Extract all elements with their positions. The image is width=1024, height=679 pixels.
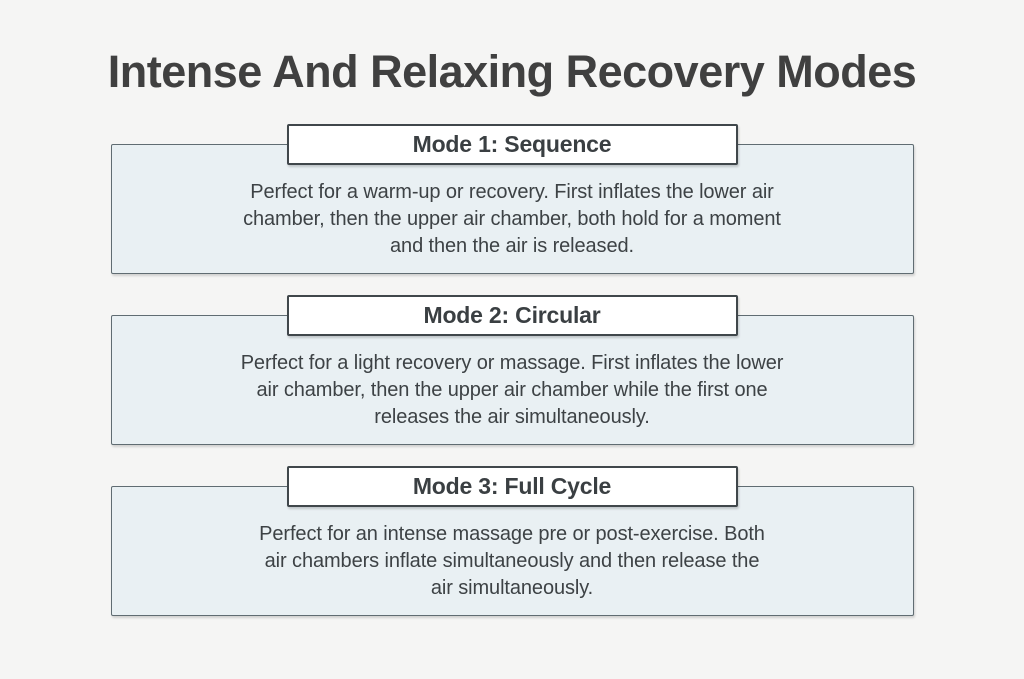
mode-2-header-label: Mode 2: Circular (423, 301, 601, 328)
mode-1-header-box: Mode 1: Sequence (286, 123, 738, 165)
page-title: Intense And Relaxing Recovery Modes (107, 46, 917, 97)
mode-2-description-line-1: Perfect for a light recovery or massage.… (240, 351, 784, 374)
mode-3-description-line-2: air chambers inflate simultaneously and … (264, 549, 760, 572)
mode-3-description-line-1: Perfect for an intense massage pre or po… (259, 522, 765, 545)
mode-1-description-line-1: Perfect for a warm-up or recovery. First… (250, 180, 774, 203)
mode-3-section: Mode 3: Full Cycle Perfect for an intens… (110, 465, 914, 616)
mode-2-section: Mode 2: Circular Perfect for a light rec… (110, 294, 914, 445)
mode-3-header-box: Mode 3: Full Cycle (286, 465, 738, 507)
mode-1-card: Perfect for a warm-up or recovery. First… (110, 143, 914, 274)
mode-sections: Mode 1: Sequence Perfect for a warm-up o… (0, 123, 1024, 616)
mode-2-description-line-2: air chamber, then the upper air chamber … (256, 378, 768, 401)
mode-1-section: Mode 1: Sequence Perfect for a warm-up o… (110, 123, 914, 274)
mode-3-header-label: Mode 3: Full Cycle (412, 472, 612, 499)
mode-1-header-label: Mode 1: Sequence (412, 130, 612, 157)
mode-1-description-line-2: chamber, then the upper air chamber, bot… (243, 207, 781, 230)
mode-3-description-line-3: air simultaneously. (430, 576, 594, 599)
mode-2-header-box: Mode 2: Circular (286, 294, 738, 336)
mode-1-description-line-3: and then the air is released. (390, 234, 634, 257)
mode-2-description-line-3: releases the air simultaneously. (374, 405, 650, 428)
